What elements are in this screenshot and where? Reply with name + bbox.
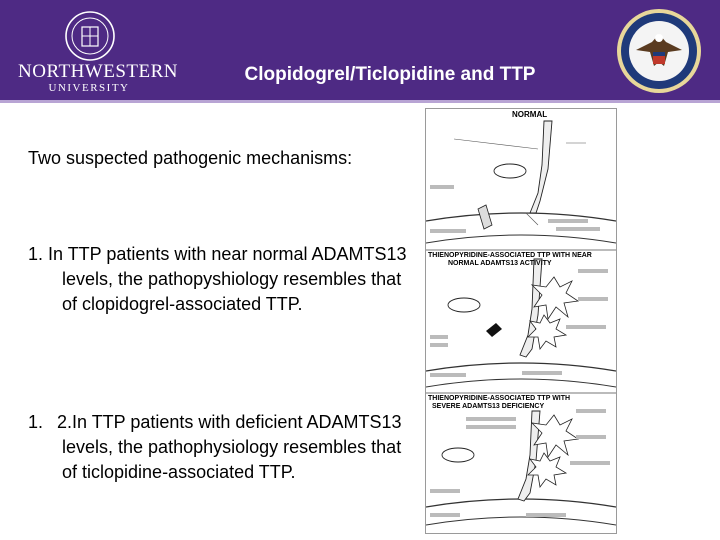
pathogenesis-diagram-art xyxy=(426,120,616,526)
university-logo-name: NORTHWESTERN xyxy=(18,61,179,82)
panel-deficiency-label-2: SEVERE ADAMTS13 DEFICIENCY xyxy=(432,403,545,410)
panel-near-normal-label-2: NORMAL ADAMTS13 ACTIVITY xyxy=(448,260,552,267)
mechanism-two-text: In TTP patients with deficient ADAMTS13 … xyxy=(62,412,402,482)
panel-near-normal-label: THIENOPYRIDINE-ASSOCIATED TTP WITH NEAR xyxy=(428,252,592,259)
header-banner xyxy=(0,0,720,100)
slide-title: Clopidogrel/Ticlopidine and TTP xyxy=(244,64,536,85)
intro-text: Two suspected pathogenic mechanisms: xyxy=(28,148,353,168)
mechanism-one: 1. In TTP patients with near normal ADAM… xyxy=(28,242,408,317)
mechanism-two-number: 1. xyxy=(28,412,44,432)
mechanism-one-number: 1. xyxy=(28,244,44,264)
panel-normal-label: NORMAL xyxy=(512,110,548,119)
mechanism-two-subnumber: 2. xyxy=(57,412,73,432)
header-divider xyxy=(0,100,720,103)
mechanism-one-text: In TTP patients with near normal ADAMTS1… xyxy=(48,244,407,314)
mechanism-two: 1. 2. In TTP patients with deficient ADAM… xyxy=(28,410,408,485)
university-logo-sub: UNIVERSITY xyxy=(48,82,130,94)
northwestern-seal-icon xyxy=(65,11,115,61)
pathogenesis-figure: NORMAL THIENOPYRIDINE-ASSOCIATED TTP WIT… xyxy=(425,108,617,534)
panel-deficiency-label: THIENOPYRIDINE-ASSOCIATED TTP WITH xyxy=(428,395,571,402)
veterans-affairs-seal-icon xyxy=(617,9,701,93)
